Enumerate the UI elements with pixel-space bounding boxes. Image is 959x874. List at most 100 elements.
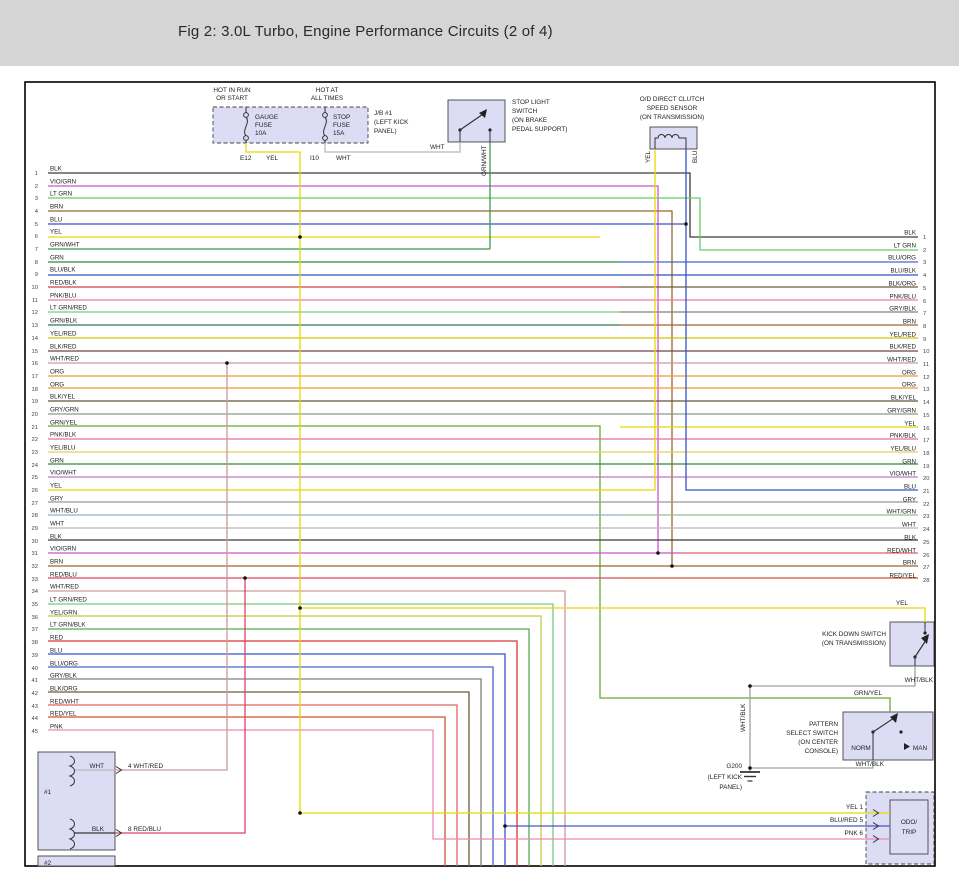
wire-pnk (48, 729, 890, 840)
left-pin-number: 9 (35, 272, 38, 278)
right-pin-label: BLU/ORG (888, 255, 916, 262)
left-pin-label: GRN/WHT (50, 242, 80, 249)
left-pin-label: YEL (50, 229, 62, 236)
wire-wht-red (48, 590, 566, 866)
right-pin-number: 12 (923, 375, 929, 381)
left-pin-number: 33 (32, 577, 38, 583)
man-pointer-icon (904, 743, 910, 750)
diagram-text: 4 WHT/RED (128, 763, 164, 770)
left-pin-label: VIO/WHT (50, 470, 77, 477)
left-pin-number: 1 (35, 171, 38, 177)
right-pin-label: BLU/BLK (891, 268, 917, 275)
right-pin-label: BLK/ORG (888, 281, 916, 288)
left-pin-number: 7 (35, 247, 38, 253)
wire-lt-grn-red (48, 603, 554, 866)
left-pin-label: BLK (50, 166, 63, 173)
left-pin-number: 26 (32, 488, 38, 494)
wire-blk-org (48, 691, 470, 866)
diagram-text: (ON CENTER (798, 739, 838, 746)
diagram-text: SELECT SWITCH (786, 730, 838, 737)
fuse-icon (323, 117, 327, 136)
left-pin-number: 39 (32, 653, 38, 659)
left-pin-label: BLU (50, 648, 62, 655)
left-pin-label: LT GRN/RED (50, 597, 87, 604)
wire-wht-red (115, 363, 228, 771)
left-pin-label: BLK/RED (50, 344, 77, 351)
wire-yel (245, 143, 301, 813)
right-pin-label: GRY (903, 497, 916, 504)
diagram-text: ALL TIMES (311, 95, 343, 102)
diagram-text: WHT (430, 144, 445, 151)
diagram-text: WHT/BLK (905, 677, 934, 684)
sensor-coil-icon (654, 134, 687, 149)
diagram-text: I10 (310, 155, 319, 162)
kick-down-switch-box (889, 621, 935, 667)
right-pin-number: 14 (923, 400, 930, 406)
left-pin-number: 27 (32, 501, 38, 507)
left-pin-number: 44 (32, 716, 39, 722)
left-pin-number: 28 (32, 513, 38, 519)
left-pin-number: 37 (32, 627, 38, 633)
diagram-text: WHT/BLK (856, 761, 885, 768)
right-pin-label: ORG (902, 370, 916, 377)
left-pin-number: 36 (32, 615, 38, 621)
left-pin-label: RED/YEL (50, 711, 77, 718)
right-pin-label: PNK/BLK (890, 433, 917, 440)
diagram-text: PNK 6 (845, 830, 864, 837)
left-pin-label: ORG (50, 369, 64, 376)
left-pin-number: 8 (35, 260, 38, 266)
switch-arrow-icon (890, 713, 898, 723)
diagram-text: (ON TRANSMISSION) (640, 114, 704, 121)
diagram-text: KICK DOWN SWITCH (822, 631, 886, 638)
left-pin-label: RED/WHT (50, 699, 79, 706)
diagram-border (24, 81, 936, 867)
right-pin-number: 16 (923, 426, 929, 432)
right-pin-number: 3 (923, 260, 926, 266)
right-pin-number: 2 (923, 248, 926, 254)
right-pin-label: RED/YEL (890, 573, 917, 580)
connector-chevron-icon (872, 809, 880, 817)
diagram-text: (ON BRAKE (512, 117, 547, 124)
diagram-text: CONSOLE) (805, 748, 838, 755)
junction-dot (243, 576, 247, 580)
left-pin-number: 16 (32, 361, 38, 367)
diagram-text: YEL (645, 150, 652, 163)
wire-wht-blk (750, 760, 874, 769)
right-pin-label: BLK (904, 230, 917, 237)
connector-chevron-icon (115, 829, 123, 837)
wire-yel-grn (48, 615, 542, 866)
left-pin-number: 18 (32, 387, 38, 393)
left-pin-label: GRN (50, 255, 64, 262)
right-pin-label: BRN (903, 560, 916, 567)
diagram-text: (ON TRANSMISSION) (822, 640, 886, 647)
right-pin-number: 19 (923, 464, 929, 470)
wire-red-yel (48, 716, 446, 866)
left-pin-label: YEL/GRN (50, 610, 77, 617)
diagram-text: 8 RED/BLU (128, 826, 161, 833)
right-pin-label: ORG (902, 382, 916, 389)
left-pin-number: 10 (32, 285, 38, 291)
coil-connector-1-box (37, 751, 116, 851)
left-pin-number: 12 (32, 310, 38, 316)
stop-light-switch-box (447, 99, 506, 143)
diagram-text: YEL (896, 600, 909, 607)
diagram-text: YEL 1 (846, 804, 864, 811)
right-pin-label: BLU (904, 484, 916, 491)
left-pin-number: 42 (32, 691, 38, 697)
right-pin-label: WHT (902, 522, 916, 529)
diagram-text: YEL (266, 155, 279, 162)
left-pin-label: VIO/GRN (50, 179, 76, 186)
diagram-text: FUSE (255, 122, 272, 129)
left-pin-number: 31 (32, 551, 38, 557)
left-pin-label: BLU/ORG (50, 661, 78, 668)
diagram-text: PANEL) (374, 128, 397, 135)
wire-blk (48, 172, 918, 238)
left-pin-label: YEL/RED (50, 331, 77, 338)
od-clutch-speed-sensor-box (649, 126, 698, 150)
left-pin-label: RED (50, 635, 64, 642)
left-pin-label: BLK (50, 534, 63, 541)
wire-lt-grn-blk (48, 628, 530, 866)
left-pin-label: WHT (50, 521, 64, 528)
wire-yel (48, 149, 656, 491)
left-pin-label: GRN/BLK (50, 318, 78, 325)
